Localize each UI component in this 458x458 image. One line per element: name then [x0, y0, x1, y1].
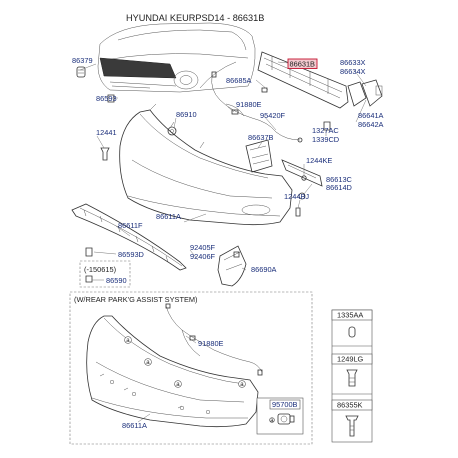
callout-86613C: 86613C	[326, 175, 353, 184]
callout-86614D: 86614D	[326, 183, 352, 192]
callout-95420F: 95420F	[260, 111, 286, 120]
callout-86631B-highlighted: 86631B	[290, 60, 316, 69]
callout-labels-upper: 86379 86593 12441 86910 86631B 86633X 86…	[72, 56, 384, 274]
callout-86641A: 86641A	[358, 111, 384, 120]
wiring-harness-upper	[211, 71, 303, 143]
callout-92405F: 92405F	[190, 243, 216, 252]
car-reference-illustration	[97, 22, 256, 93]
callout-86642A: 86642A	[358, 120, 384, 129]
callout-86590: 86590	[106, 276, 127, 285]
park-assist-note: (W/REAR PARK'G ASSIST SYSTEM)	[74, 295, 198, 304]
marker-a-3: a	[176, 382, 180, 388]
park-assist-frame	[69, 291, 313, 445]
date-note-box: (-150615) 86590	[79, 260, 131, 288]
rear-park-assist-section: (W/REAR PARK'G ASSIST SYSTEM) a a a a 91…	[69, 291, 313, 445]
callout-91880E-lower: 91880E	[198, 339, 224, 348]
fastener-legend: 1335AA 1249LG 86355K	[331, 309, 373, 443]
diagram-title: HYUNDAI KEURPSD14 - 86631B	[126, 13, 264, 23]
side-brackets	[245, 121, 331, 217]
leader-lines-upper	[79, 61, 367, 271]
marker-a-2: a	[146, 360, 150, 366]
legend-item-1249LG: 1249LG	[337, 355, 364, 364]
callout-86634X: 86634X	[340, 67, 366, 76]
callout-86593D: 86593D	[118, 250, 144, 259]
corner-bracket	[217, 245, 247, 287]
highlighted-part-box	[287, 58, 318, 69]
callout-1327AC: 1327AC	[312, 126, 339, 135]
marker-a-5: a	[270, 418, 274, 424]
callout-86593: 86593	[96, 94, 117, 103]
callout-1339CD: 1339CD	[312, 135, 339, 144]
callout-1244KE: 1244KE	[306, 156, 332, 165]
callout-86379: 86379	[72, 56, 93, 65]
callout-86637B: 86637B	[248, 133, 274, 142]
callout-86690A: 86690A	[251, 265, 277, 274]
callout-91880E-upper: 91880E	[236, 100, 262, 109]
small-fasteners	[76, 66, 177, 161]
lower-garnish-strip	[71, 203, 187, 271]
callout-1244BJ: 1244BJ	[284, 192, 309, 201]
callout-86611F: 86611F	[118, 221, 143, 230]
bumper-cover-upper-view	[119, 103, 293, 226]
rear-beam-part	[257, 51, 383, 109]
marker-a-1: a	[126, 338, 130, 344]
marker-a-4: a	[240, 382, 244, 388]
callout-86611A-lower: 86611A	[122, 421, 147, 430]
callout-86611A-upper: 86611A	[156, 212, 181, 221]
callout-86685A: 86685A	[226, 76, 252, 85]
callout-92406F: 92406F	[190, 252, 216, 261]
callout-86910: 86910	[176, 110, 197, 119]
callout-95700B: 95700B	[272, 400, 298, 409]
callout-86633X: 86633X	[340, 58, 366, 67]
legend-item-86355K: 86355K	[337, 401, 363, 410]
date-range-note: (-150615)	[84, 265, 116, 274]
legend-item-1335AA: 1335AA	[337, 311, 363, 320]
callout-12441: 12441	[96, 128, 117, 137]
